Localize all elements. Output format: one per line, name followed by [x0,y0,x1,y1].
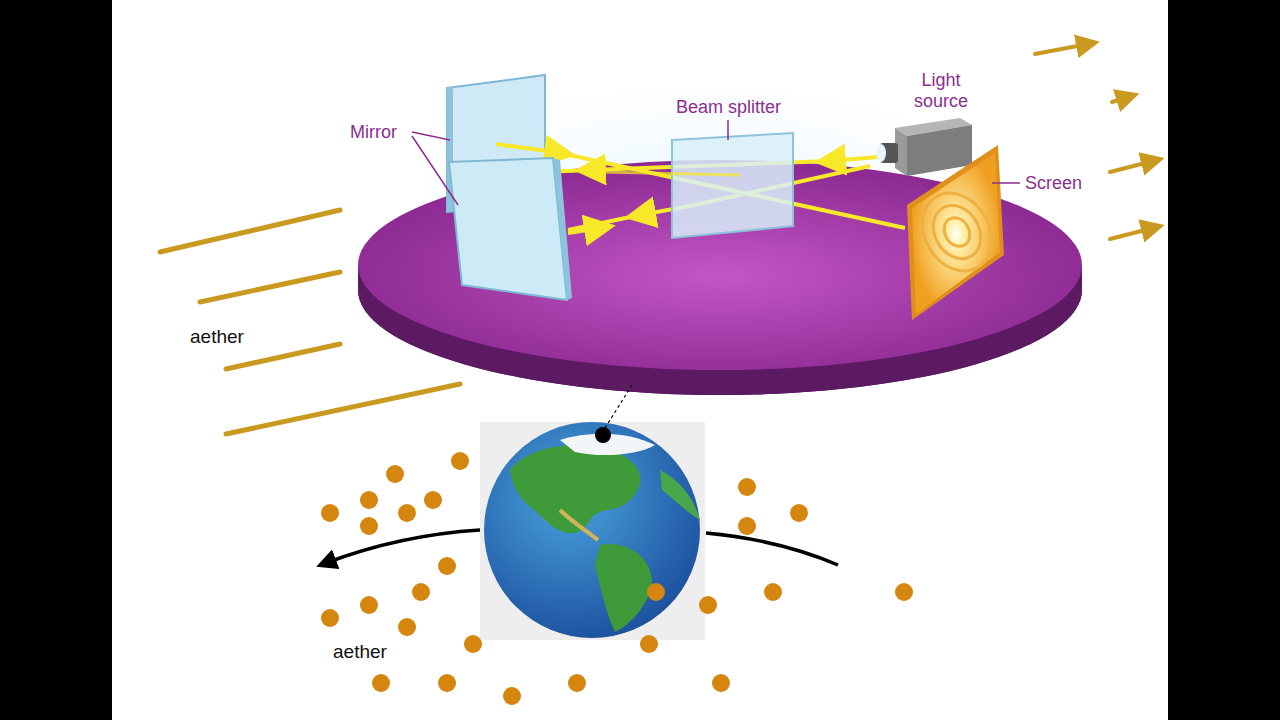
side-bar [0,0,112,720]
aether-arrows [1035,44,1153,239]
orbit-arrow [326,530,838,565]
part-label: Beam splitter [676,97,781,118]
leader-line [605,385,632,428]
part-label: Mirror [350,122,397,143]
aether-label: aether [333,641,387,662]
part-label: Light source [906,70,976,112]
location-dot [595,427,611,443]
beam-splitter [672,133,793,238]
screen [907,145,1005,320]
aether-particles [321,452,913,705]
part-label: Screen [1025,173,1082,194]
aether-label: aether [190,326,244,347]
earth [484,422,700,638]
mirror [449,158,572,300]
side-bar [1168,0,1280,720]
leader-line [412,120,1020,205]
earth-backdrop [480,422,705,640]
light-source [876,118,972,176]
